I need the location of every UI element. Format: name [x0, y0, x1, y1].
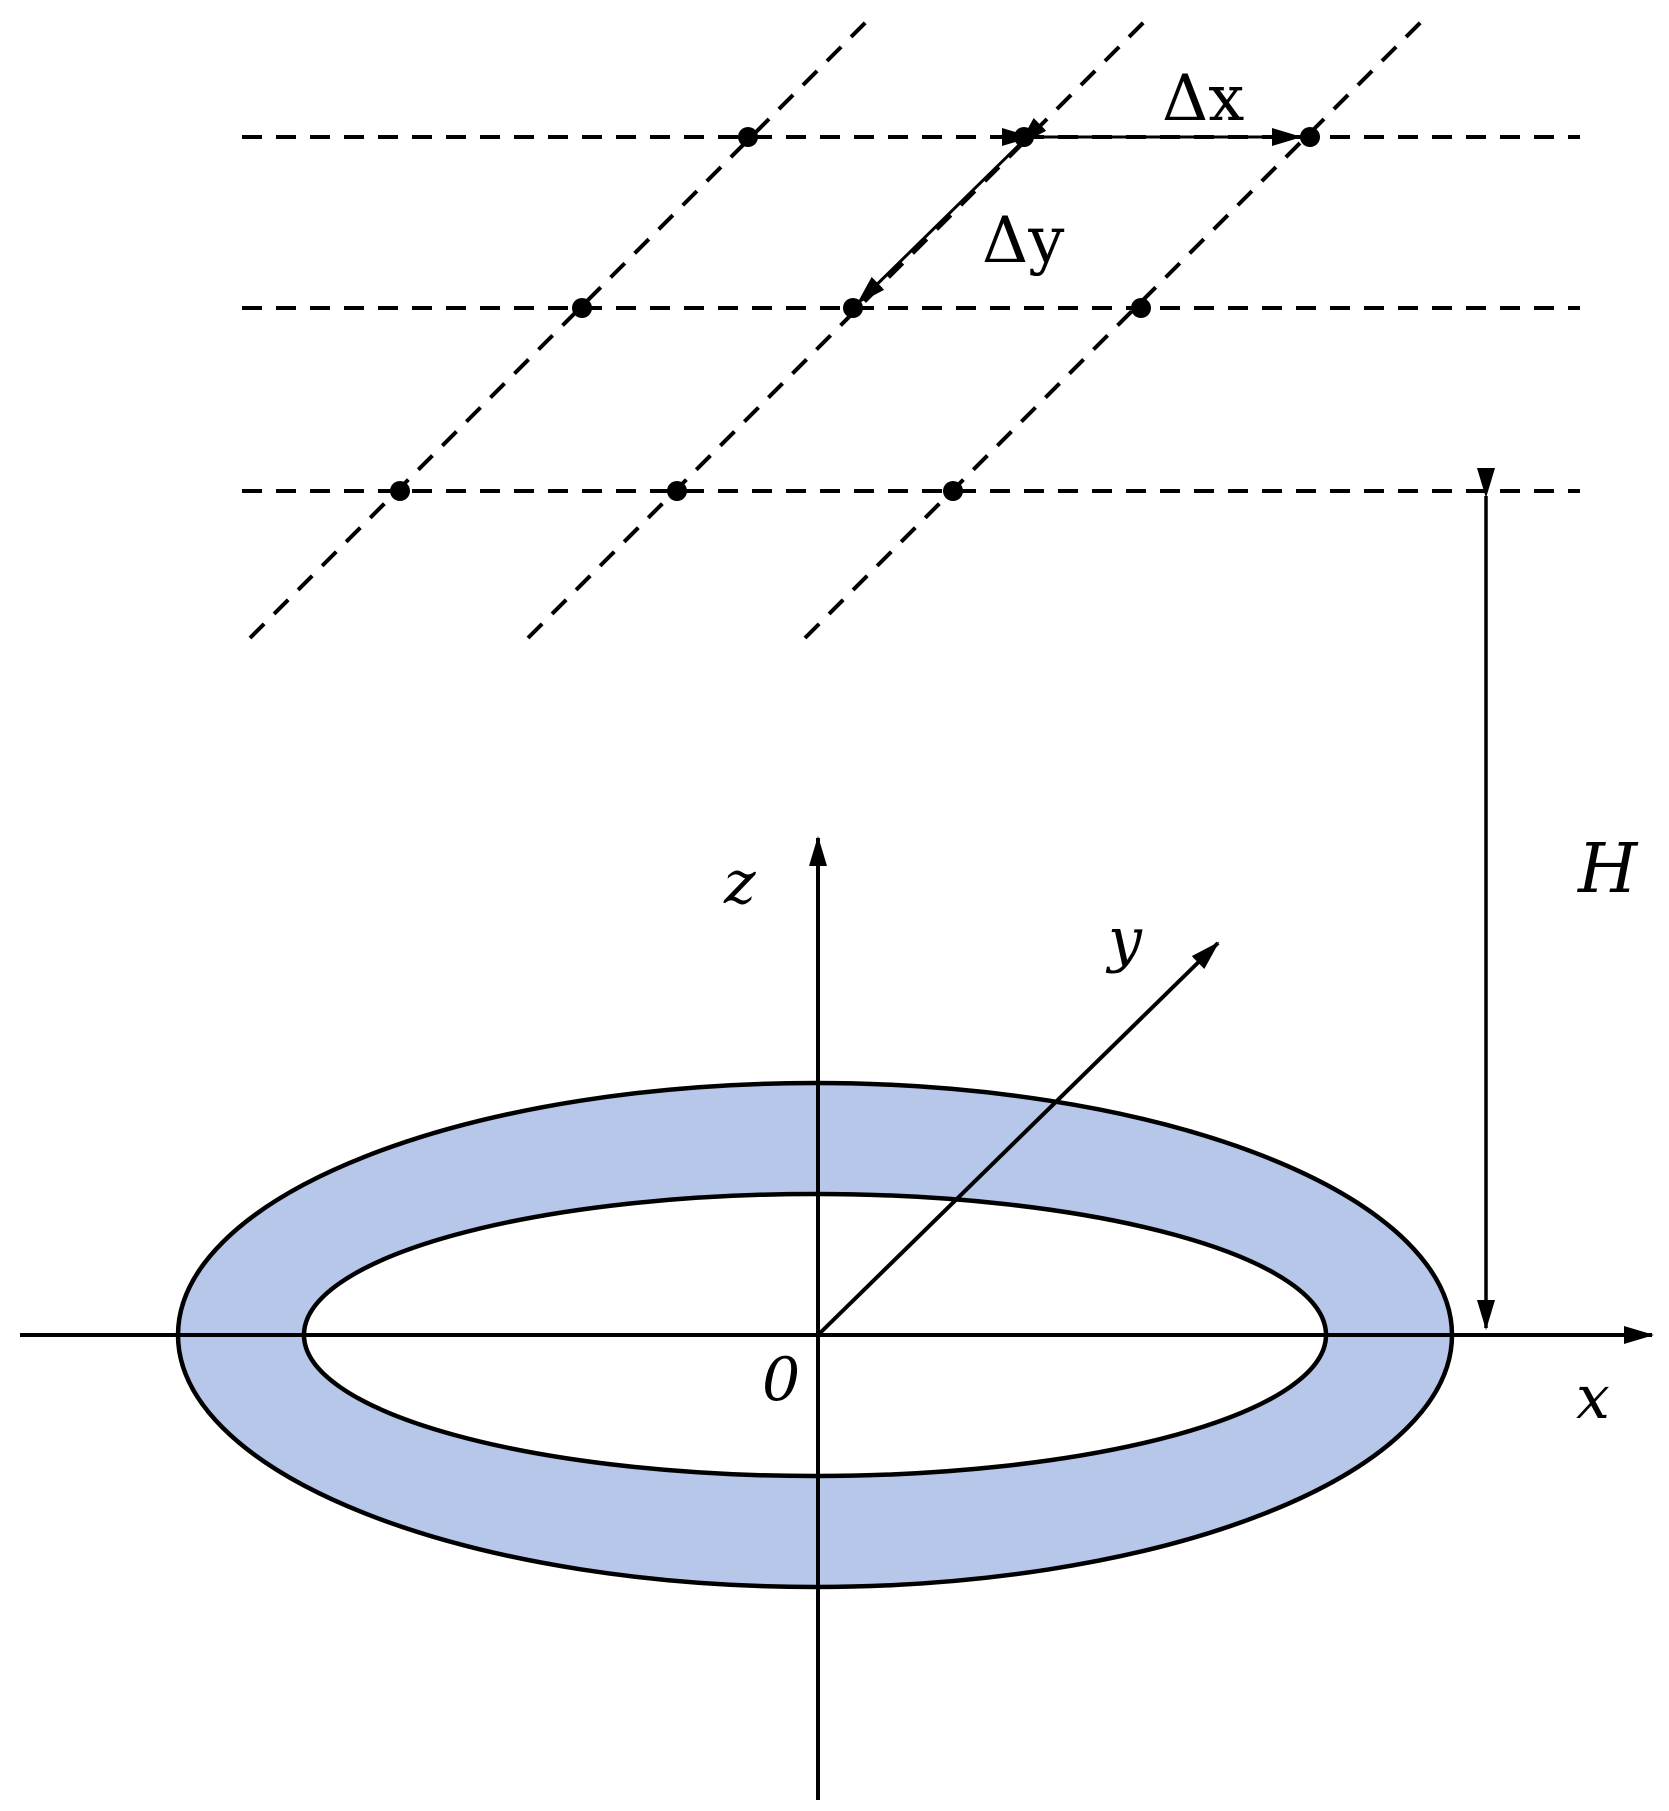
grid-line-diagonal-1: [248, 18, 870, 640]
y-axis: [816, 941, 1220, 1337]
grid-line-diagonal-3: [803, 18, 1425, 640]
grid-points: [390, 127, 1320, 501]
diagonal-grid-lines: [248, 18, 1425, 640]
label-axis-z: z: [723, 848, 756, 918]
grid-point: [572, 298, 592, 318]
label-origin: 0: [762, 1345, 800, 1415]
grid-point: [390, 481, 410, 501]
grid-point: [1300, 127, 1320, 147]
label-delta-x: Δx: [1162, 62, 1244, 136]
delta-y-arrow: [856, 117, 1047, 305]
label-height: H: [1576, 830, 1639, 909]
label-axis-y: y: [1105, 905, 1143, 975]
grid-line-diagonal-2: [526, 18, 1148, 640]
label-axis-x: x: [1576, 1363, 1610, 1433]
axes: [20, 836, 1654, 1800]
grid-point: [667, 481, 687, 501]
grid-point: [1131, 298, 1151, 318]
horizontal-grid-lines: [242, 135, 1580, 493]
grid-point: [943, 481, 963, 501]
label-delta-y: Δy: [982, 204, 1064, 278]
grid-point: [738, 127, 758, 147]
